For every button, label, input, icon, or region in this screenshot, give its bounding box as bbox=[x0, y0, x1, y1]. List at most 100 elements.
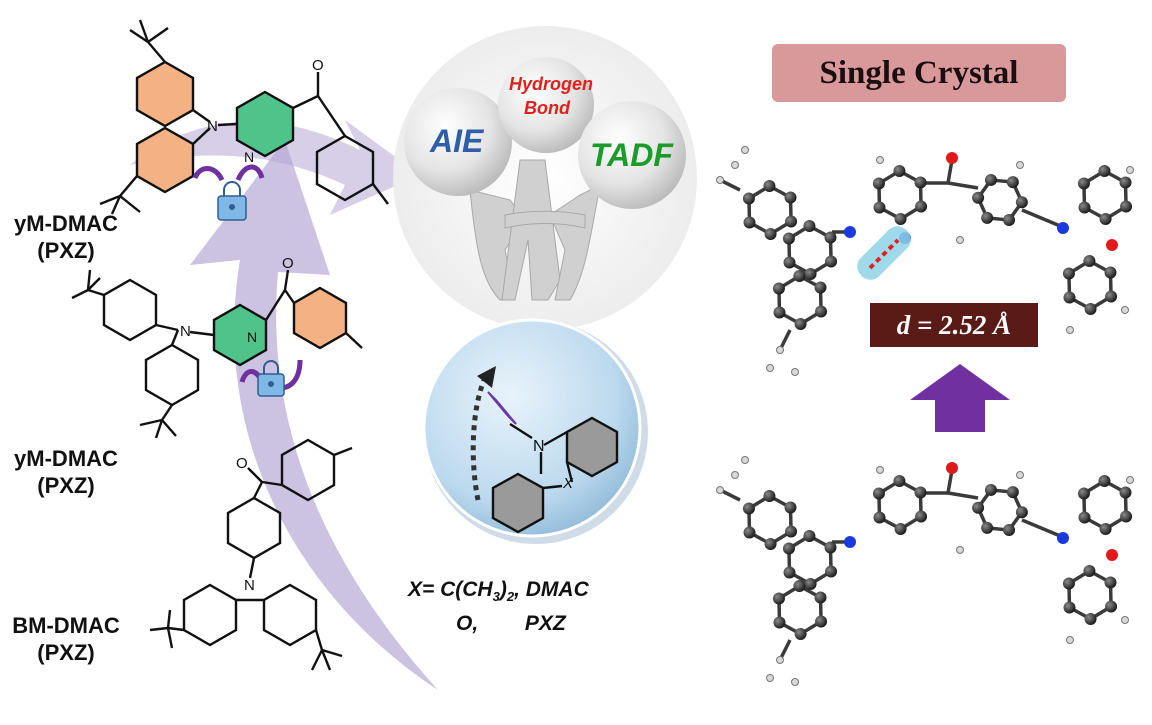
nitrogen-atom bbox=[844, 536, 856, 548]
lock-1 bbox=[192, 164, 265, 221]
carbon-atom bbox=[1062, 267, 1075, 280]
hydrogen-label: Hydrogen bbox=[509, 74, 593, 94]
carbon-atom bbox=[784, 501, 797, 514]
molecule-label-3-name: BM-DMAC bbox=[12, 613, 120, 638]
carbon-atom bbox=[793, 270, 806, 283]
carbon-atom bbox=[772, 592, 785, 605]
single-crystal-title: Single Crystal bbox=[772, 44, 1066, 102]
hydrogen-atom bbox=[766, 364, 774, 372]
carbon-atom bbox=[915, 200, 928, 213]
carbon-atom bbox=[742, 192, 755, 205]
carbon-atom bbox=[915, 510, 928, 523]
hydrogen-atom bbox=[1126, 166, 1134, 174]
bond bbox=[947, 181, 979, 190]
carbon-atom bbox=[783, 566, 796, 579]
carbon-atom bbox=[742, 502, 755, 515]
hydrogen-atom bbox=[956, 236, 964, 244]
oxygen-atom bbox=[1106, 549, 1118, 561]
carbon-atom bbox=[804, 267, 817, 280]
carbon-atom bbox=[873, 511, 886, 524]
carbon-atom bbox=[814, 281, 827, 294]
oxygen-atom bbox=[946, 152, 958, 164]
atom-n-1: N bbox=[207, 118, 218, 135]
hydrogen-atom bbox=[741, 146, 749, 154]
donor-x: X bbox=[562, 475, 574, 492]
carbon-atom bbox=[782, 542, 795, 555]
ring-orange-3 bbox=[292, 286, 348, 350]
carbon-atom bbox=[815, 615, 828, 628]
carbon-atom bbox=[1098, 475, 1111, 488]
carbon-atom bbox=[1015, 506, 1028, 519]
carbon-atom bbox=[794, 317, 807, 330]
carbon-atom bbox=[1104, 576, 1117, 589]
ring-carbazole-b bbox=[144, 343, 200, 407]
bond-label: Bond bbox=[524, 98, 571, 118]
carbon-atom bbox=[981, 521, 994, 534]
carbon-atom bbox=[793, 580, 806, 593]
carbon-atom bbox=[914, 486, 927, 499]
ring-carbazole-d bbox=[262, 583, 318, 647]
hydrogen-atom bbox=[1121, 306, 1129, 314]
sphere-tadf bbox=[578, 101, 686, 209]
hydrogen-atom bbox=[776, 346, 784, 354]
carbon-atom bbox=[1015, 196, 1028, 209]
hydrogen-atom bbox=[1126, 476, 1134, 484]
molecule-3 bbox=[149, 438, 353, 671]
carbon-atom bbox=[824, 541, 837, 554]
molecule-label-1-donor: (PXZ) bbox=[37, 238, 95, 263]
oxygen-atom bbox=[1106, 239, 1118, 251]
donor-n: N bbox=[533, 438, 545, 455]
carbon-atom bbox=[784, 191, 797, 204]
hydrogen-atom bbox=[1066, 636, 1074, 644]
hydrogen-atom bbox=[876, 156, 884, 164]
carbon-atom bbox=[763, 180, 776, 193]
carbon-atom bbox=[764, 227, 777, 240]
carbon-atom bbox=[1105, 290, 1118, 303]
atom-o-2: O bbox=[282, 255, 294, 272]
ring-carbazole-a bbox=[102, 278, 158, 342]
carbon-atom bbox=[1104, 266, 1117, 279]
carbon-atom bbox=[1006, 486, 1019, 499]
carbon-atom bbox=[814, 591, 827, 604]
x-after: , DMAC bbox=[514, 578, 589, 601]
carbon-atom bbox=[1120, 200, 1133, 213]
atom-n-5: N bbox=[244, 577, 255, 594]
carbon-atom bbox=[824, 231, 837, 244]
x-sub2: 2 bbox=[506, 589, 515, 605]
atom-o-3: O bbox=[236, 455, 248, 472]
carbon-atom bbox=[1099, 522, 1112, 535]
donor-unit bbox=[491, 416, 619, 534]
carbon-atom bbox=[772, 282, 785, 295]
pathway-arrow bbox=[190, 140, 438, 690]
carbon-atom bbox=[873, 201, 886, 214]
atom-o-1: O bbox=[312, 57, 324, 74]
molecule-label-2-name: yM-DMAC bbox=[14, 446, 118, 471]
hydrogen-atom bbox=[1016, 161, 1024, 169]
tadf-label: TADF bbox=[590, 137, 674, 173]
carbon-atom bbox=[1062, 577, 1075, 590]
carbon-atom bbox=[1006, 176, 1019, 189]
carbon-atom bbox=[803, 530, 816, 543]
hydrogen-atom bbox=[1121, 616, 1129, 624]
carbon-atom bbox=[785, 215, 798, 228]
carbon-atom bbox=[825, 255, 838, 268]
carbon-atom bbox=[1120, 510, 1133, 523]
substituent-legend: X= C(CH3)2, DMAC O, PXZ bbox=[408, 576, 668, 637]
carbon-atom bbox=[1119, 486, 1132, 499]
carbon-atom bbox=[984, 173, 997, 186]
carbon-atom bbox=[1084, 302, 1097, 315]
carbon-atom bbox=[1105, 600, 1118, 613]
distance-label: d = 2.52 Å bbox=[870, 303, 1038, 347]
molecule-label-2-donor: (PXZ) bbox=[37, 473, 95, 498]
ring-tolyl-1 bbox=[315, 134, 375, 202]
carbon-atom bbox=[815, 305, 828, 318]
carbon-atom bbox=[785, 525, 798, 538]
molecule-label-3: BM-DMAC (PXZ) bbox=[0, 612, 146, 666]
carbon-atom bbox=[782, 232, 795, 245]
carbon-atom bbox=[1099, 212, 1112, 225]
rotation-pointer bbox=[487, 391, 517, 425]
hydrogen-atom bbox=[791, 678, 799, 686]
carbon-atom bbox=[1083, 255, 1096, 268]
bond bbox=[947, 491, 979, 500]
carbon-atom bbox=[1119, 176, 1132, 189]
